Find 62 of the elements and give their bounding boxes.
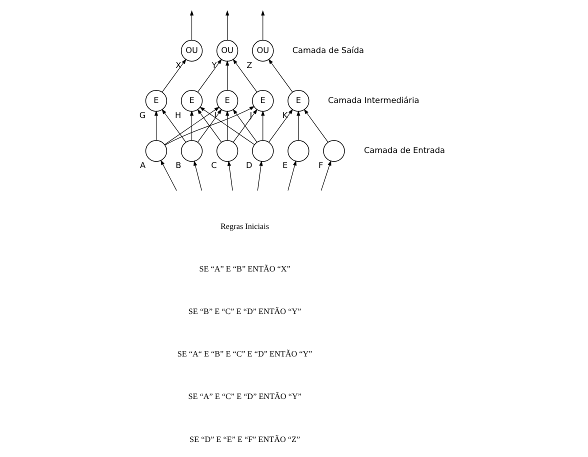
arrow — [225, 60, 229, 90]
arrow — [164, 106, 220, 145]
arrow — [225, 110, 229, 141]
arrow — [232, 58, 257, 92]
node-circle — [252, 140, 274, 162]
arrow — [164, 106, 254, 146]
arrow — [296, 110, 300, 141]
arrow — [256, 160, 262, 191]
node-label: J — [249, 110, 252, 120]
label: Camada Intermediária — [327, 95, 419, 106]
arrow — [161, 108, 186, 142]
node-label: A — [140, 160, 146, 170]
node-label: X — [175, 60, 181, 70]
label: SE “A” E “B” ENTÃO “X” — [198, 264, 290, 274]
arrow — [154, 110, 158, 141]
label: SE “A” E “C” E “D” ENTÃO “Y” — [188, 392, 301, 402]
node-label: G — [138, 110, 146, 120]
node-circle: E — [287, 90, 309, 112]
node-label: F — [318, 160, 323, 170]
arrow — [226, 160, 232, 191]
node-circle: E — [252, 90, 274, 112]
arrow — [225, 10, 229, 40]
node-circle: OU — [252, 40, 274, 62]
node-label: I — [214, 110, 216, 120]
arrow — [287, 160, 296, 191]
node-circle: E — [180, 90, 202, 112]
arrow — [260, 10, 264, 40]
node-label: D — [246, 160, 252, 170]
arrow — [197, 58, 222, 92]
label: SE “D” E “E” E “F” ENTÃO “Z” — [189, 434, 300, 444]
node-circle — [322, 140, 344, 162]
node-label: C — [210, 160, 216, 170]
node-label: B — [175, 160, 181, 170]
label: Regras Iniciais — [220, 222, 269, 232]
node-circle: E — [216, 90, 238, 112]
arrow — [160, 160, 176, 191]
node-label: Y — [211, 60, 216, 70]
label: Camada de Entrada — [363, 145, 445, 156]
arrow — [189, 110, 194, 141]
arrow — [268, 58, 292, 92]
arrow — [189, 10, 194, 40]
arrow — [303, 108, 328, 142]
node-label: K — [282, 110, 288, 120]
node-circle — [287, 140, 309, 162]
label: SE “A“ E “B” E “C” E “D” ENTÃO “Y” — [176, 350, 312, 359]
node-circle — [180, 140, 202, 162]
arrow — [268, 108, 293, 142]
label: SE “B” E “C” E “D” ENTÃO “Y” — [188, 307, 301, 316]
arrow — [320, 160, 331, 191]
arrow — [198, 106, 254, 145]
node-circle: E — [144, 90, 167, 112]
node-label: Z — [246, 60, 252, 70]
arrow — [193, 160, 202, 191]
node-circle — [216, 140, 238, 162]
node-label: E — [282, 160, 288, 170]
node-label: H — [174, 110, 181, 120]
arrow — [161, 58, 186, 92]
label: Camada de Saída — [292, 44, 364, 55]
node-circle: OU — [216, 40, 238, 62]
node-circle: OU — [180, 40, 202, 62]
arrow — [260, 110, 264, 141]
node-circle — [144, 140, 167, 162]
